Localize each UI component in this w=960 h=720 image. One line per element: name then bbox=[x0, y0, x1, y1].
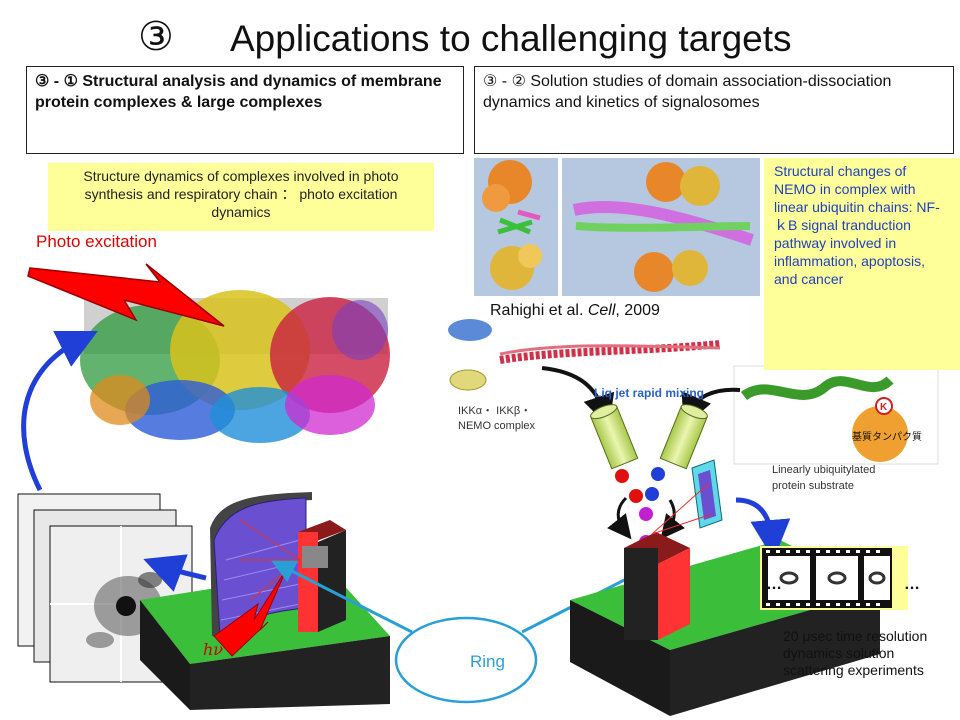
synchrotron-ring bbox=[394, 616, 538, 704]
blue-arrow-to-film bbox=[735, 497, 791, 560]
lightning-bolt-icon bbox=[27, 263, 225, 327]
citation-authors: Rahighi et al. bbox=[490, 302, 588, 319]
ring-label: Ring bbox=[470, 652, 505, 671]
substrate-label-line1: Linearly ubiquitylated bbox=[772, 464, 876, 476]
k-marker: K bbox=[880, 402, 888, 413]
black-arrow-left-tube bbox=[541, 366, 615, 428]
ikk-label-line1: IKKα・ IKKβ・ bbox=[458, 405, 532, 417]
detector-panel-right bbox=[691, 459, 723, 529]
section-box-signalosome: ③ - ② Solution studies of domain associa… bbox=[474, 66, 954, 154]
blue-curved-arrow-left bbox=[21, 331, 98, 492]
ikk-label-line2: NEMO complex bbox=[458, 420, 536, 432]
blue-arrow-to-images bbox=[143, 554, 207, 592]
nemo-structure-image-1 bbox=[474, 158, 558, 296]
sample-block-right bbox=[624, 532, 690, 640]
mixing-tube-right bbox=[659, 404, 708, 470]
citation-year: , 2009 bbox=[615, 302, 660, 319]
section-number: ③ bbox=[138, 14, 174, 60]
mixing-tube-left bbox=[590, 404, 639, 470]
nemo-structure-image-2 bbox=[562, 158, 760, 296]
section-box-membrane: ③ - ① Structural analysis and dynamics o… bbox=[26, 66, 464, 154]
substrate-cartoon: K 基質タンパク質 bbox=[733, 365, 939, 465]
page-title: Applications to challenging targets bbox=[230, 18, 792, 59]
citation: Rahighi et al. Cell, 2009 bbox=[490, 302, 660, 320]
substrate-jp-label: 基質タンパク質 bbox=[852, 430, 922, 443]
sample-block-left bbox=[298, 520, 346, 632]
ikk-complex-cartoon bbox=[446, 316, 732, 391]
hnu-lightning-icon bbox=[213, 569, 287, 657]
substrate-label: Linearly ubiquitylated protein substrate bbox=[772, 462, 875, 494]
film-ellipsis-left: … bbox=[766, 576, 782, 593]
liq-jet-label: Liq jet rapid mixing bbox=[594, 386, 705, 400]
film-ellipsis-right: … bbox=[904, 576, 920, 593]
note-photosynthesis: Structure dynamics of complexes involved… bbox=[48, 163, 434, 231]
note-nemo: Structural changes of NEMO in complex wi… bbox=[764, 158, 960, 370]
hnu-label: hν bbox=[203, 640, 224, 659]
resolution-caption: 20 μsec time resolution dynamics solutio… bbox=[783, 628, 928, 678]
photo-excitation-label: Photo excitation bbox=[36, 232, 157, 251]
beam-left bbox=[239, 519, 301, 561]
ikk-complex-label: IKKα・ IKKβ・ NEMO complex bbox=[458, 404, 535, 434]
citation-journal: Cell bbox=[587, 302, 616, 319]
substrate-label-line2: protein substrate bbox=[772, 480, 854, 492]
film-strip bbox=[760, 546, 908, 610]
